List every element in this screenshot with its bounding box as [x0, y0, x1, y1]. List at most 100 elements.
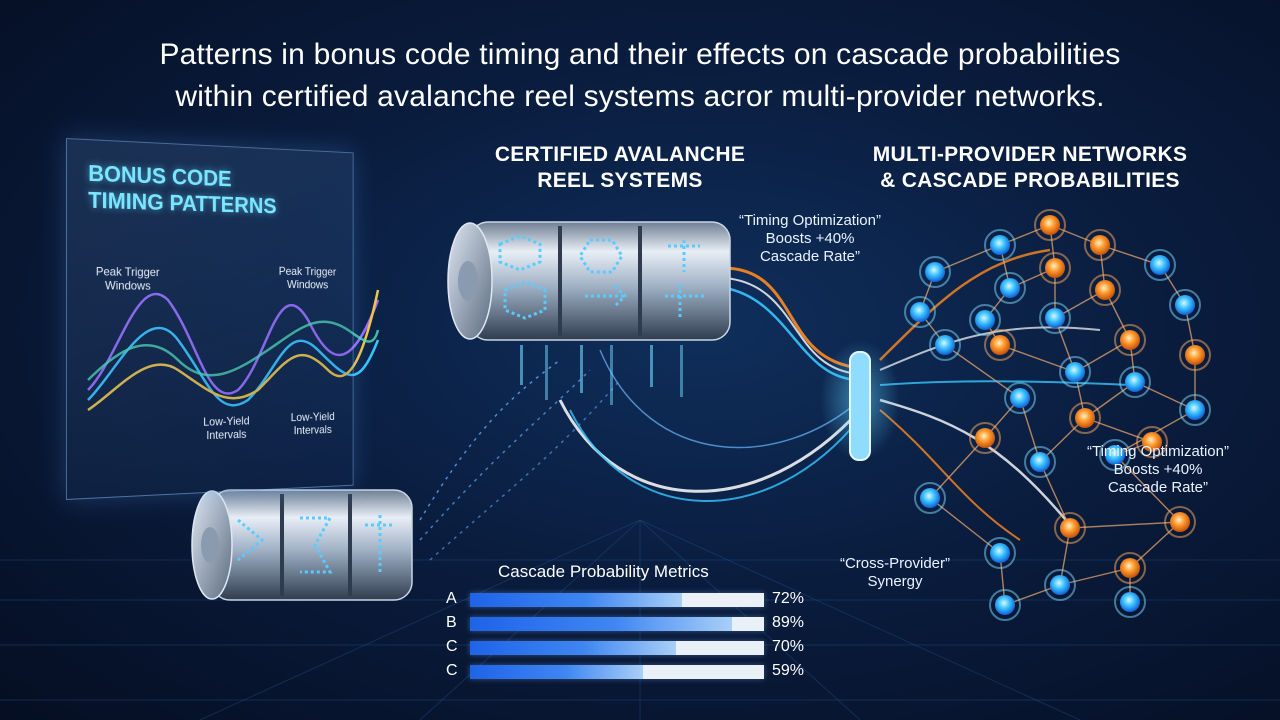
page-title: Patterns in bonus code timing and their …: [0, 34, 1280, 118]
callout-top-line-2: Boosts +40%: [765, 230, 855, 247]
network-node-icon: [984, 537, 1016, 569]
metric-value: 70%: [772, 638, 805, 655]
callout-top-line-3: Cascade Rate”: [759, 248, 861, 265]
metric-bar-track: [470, 665, 764, 679]
network-node-icon: [1099, 439, 1131, 471]
network-node-icon: [969, 304, 1001, 336]
metric-label: A: [446, 590, 457, 607]
network-node-icon: [1114, 552, 1146, 584]
network-section-title-line-1: MULTI-PROVIDER NETWORKS: [872, 143, 1188, 166]
network-node-icon: [1179, 394, 1211, 426]
page-title-line-1: Patterns in bonus code timing and their …: [159, 38, 1121, 71]
metric-bar-fill: [470, 641, 676, 655]
network-node-icon: [904, 296, 936, 328]
metric-bar-track: [470, 593, 764, 607]
network-nodes: [904, 209, 1211, 621]
metric-bar-track: [470, 641, 764, 655]
callout-right-line-3: Cascade Rate”: [1107, 479, 1209, 496]
network-edge: [934, 244, 1001, 273]
synergy-line-1: “Cross-Provider”: [839, 555, 950, 572]
network-node-icon: [1136, 426, 1168, 458]
network-node-icon: [1179, 339, 1211, 371]
network-node-icon: [1034, 209, 1066, 241]
peak-right-line-2: Windows: [287, 277, 329, 292]
metric-label: C: [446, 662, 458, 679]
network-node-icon: [1059, 356, 1091, 388]
low-yield-label-left: Low-Yield Intervals: [203, 414, 249, 442]
peak-left-line-1: Peak Trigger: [95, 264, 160, 280]
network-edge: [1099, 244, 1161, 266]
network-edge: [999, 344, 1076, 373]
network-edge: [1129, 521, 1181, 569]
low-right-line-2: Intervals: [293, 422, 332, 438]
network-node-icon: [984, 229, 1016, 261]
network-node-icon: [1114, 586, 1146, 618]
data-streams: [419, 248, 1131, 561]
network-section-title-line-2: & CASCADE PROBABILITIES: [880, 169, 1180, 192]
network-node-icon: [989, 589, 1021, 621]
timing-optimization-callout-right: “Timing Optimization” Boosts +40% Cascad…: [1058, 443, 1258, 497]
small-reel-icon: [191, 489, 413, 601]
network-node-icon: [994, 272, 1026, 304]
timing-wave-lines: [87, 289, 380, 412]
network-edge: [1039, 461, 1071, 529]
network-edge: [944, 344, 1021, 399]
peak-right-line-1: Peak Trigger: [278, 264, 337, 279]
network-node-icon: [1054, 512, 1086, 544]
reel-section-title-line-2: REEL SYSTEMS: [537, 169, 703, 192]
network-node-icon: [1089, 274, 1121, 306]
page-title-line-2: within certified avalanche reel systems …: [175, 80, 1105, 113]
network-edge: [1134, 381, 1196, 411]
callout-right-line-1: “Timing Optimization”: [1087, 443, 1229, 460]
metric-bar-track: [470, 617, 764, 631]
metric-bar-fill: [470, 665, 644, 679]
peak-trigger-label-left: Peak Trigger Windows: [96, 264, 160, 292]
network-edge: [929, 437, 986, 499]
connector-ring-icon: [820, 340, 900, 461]
network-node-icon: [1004, 382, 1036, 414]
low-yield-label-right: Low-Yield Intervals: [291, 410, 335, 437]
network-node-icon: [1039, 252, 1071, 284]
metric-row: C 70%: [440, 636, 820, 658]
network-edge: [1059, 567, 1131, 586]
callout-top-line-1: “Timing Optimization”: [739, 212, 881, 229]
metric-value: 89%: [772, 614, 805, 631]
peak-trigger-label-right: Peak Trigger Windows: [279, 264, 336, 291]
network-node-icon: [1039, 302, 1071, 334]
timing-optimization-callout-top: “Timing Optimization” Boosts +40% Cascad…: [730, 212, 890, 266]
network-node-icon: [1119, 366, 1151, 398]
callout-right-line-2: Boosts +40%: [1113, 461, 1203, 478]
metric-row: B 89%: [440, 612, 820, 634]
network-section-title: MULTI-PROVIDER NETWORKS & CASCADE PROBAB…: [840, 142, 1220, 194]
network-node-icon: [969, 422, 1001, 454]
network-node-icon: [929, 329, 961, 361]
network-node-icon: [1164, 506, 1196, 538]
network-node-icon: [914, 482, 946, 514]
network-node-icon: [919, 256, 951, 288]
timing-panel-title: BONUS CODE TIMING PATTERNS: [88, 160, 276, 219]
network-node-icon: [984, 329, 1016, 361]
synergy-line-2: Synergy: [867, 573, 923, 590]
metric-value: 72%: [772, 590, 805, 607]
network-node-icon: [1114, 324, 1146, 356]
avalanche-reel-icon: [447, 221, 731, 405]
metric-row: A 72%: [440, 588, 820, 610]
metric-label: B: [446, 614, 457, 631]
network-edge: [1019, 397, 1041, 463]
low-left-line-2: Intervals: [206, 427, 247, 443]
network-node-icon: [1084, 229, 1116, 261]
metric-bar-fill: [470, 593, 682, 607]
reel-section-title: CERTIFIED AVALANCHE REEL SYSTEMS: [450, 142, 790, 194]
network-node-icon: [1144, 249, 1176, 281]
network-node-icon: [1069, 402, 1101, 434]
metric-bar-fill: [470, 617, 732, 631]
reel-section-title-line-1: CERTIFIED AVALANCHE: [494, 143, 746, 166]
cascade-probability-metrics: Cascade Probability Metrics A 72% B 89% …: [440, 562, 820, 692]
network-edge: [1074, 339, 1131, 373]
network-node-icon: [1024, 446, 1056, 478]
network-edge: [1039, 417, 1086, 463]
metric-value: 59%: [772, 662, 805, 679]
network-edge: [1084, 381, 1136, 419]
cross-provider-synergy-callout: “Cross-Provider” Synergy: [820, 555, 970, 591]
network-node-icon: [1044, 569, 1076, 601]
